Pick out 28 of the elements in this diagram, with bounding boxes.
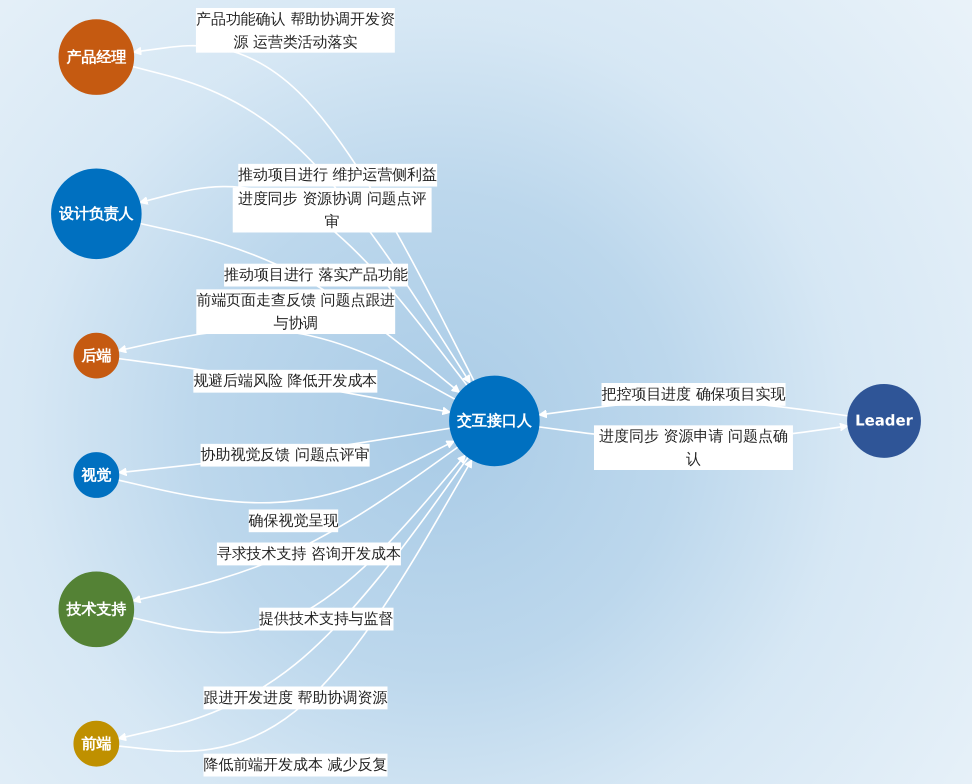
node-circle: Leader bbox=[847, 384, 921, 458]
arrow bbox=[118, 427, 450, 476]
edge-label: 产品功能确认 帮助协调开发资源 运营类活动落实 bbox=[196, 10, 395, 50]
edge-label: 推动项目进行 落实产品功能 bbox=[224, 266, 408, 284]
edge-label: 降低前端开发成本 减少反复 bbox=[203, 756, 388, 774]
edge-label: 寻求技术支持 咨询开发成本 bbox=[216, 544, 401, 562]
edge-label: 把控项目进度 确保项目实现 bbox=[601, 384, 786, 403]
edge-label: 跟进开发进度 帮助协调资源 bbox=[203, 688, 388, 706]
node-circle: 视觉 bbox=[73, 452, 120, 498]
edge-label: 确保视觉呈现 bbox=[248, 511, 338, 530]
arrow bbox=[139, 186, 468, 386]
node-circle: 前端 bbox=[73, 720, 120, 767]
edge-label: 进度同步 资源申请 问题点确认 bbox=[599, 427, 788, 468]
arrow bbox=[132, 446, 458, 604]
arrow bbox=[118, 440, 455, 504]
node-circle: 交互接口人 bbox=[449, 376, 540, 466]
edge-label: 推动项目进行 维护运营侧利益 bbox=[238, 166, 437, 184]
edge-label: 前端页面走查反馈 问题点跟进与协调 bbox=[196, 291, 396, 332]
node-circle: 设计负责人 bbox=[51, 168, 142, 260]
edge-label: 提供技术支持与监督 bbox=[259, 610, 394, 628]
edge-label: 规避后端风险 降低开发成本 bbox=[193, 372, 378, 390]
node-circle: 后端 bbox=[73, 332, 120, 378]
arrow bbox=[118, 358, 451, 416]
node-circle: 产品经理 bbox=[58, 19, 134, 95]
edge-label: 协助视觉反馈 问题点评审 bbox=[200, 446, 370, 464]
edge-label: 进度同步 资源协调 问题点评审 bbox=[238, 190, 426, 230]
arrow bbox=[132, 454, 466, 634]
node-circle: 技术支持 bbox=[58, 572, 134, 648]
